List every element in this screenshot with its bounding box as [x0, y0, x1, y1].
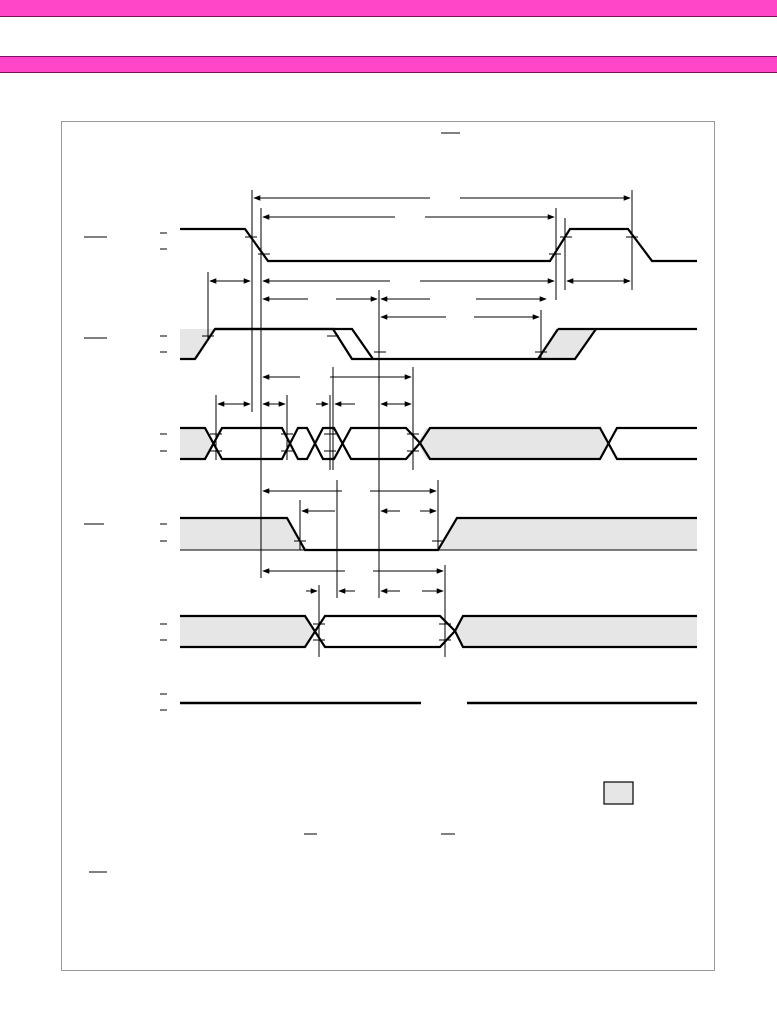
waveform-5 [180, 614, 697, 649]
level-ticks [160, 232, 167, 711]
figure-frame [61, 121, 715, 971]
waveform-2 [180, 327, 697, 361]
timing-arrows [209, 195, 631, 594]
header-rule-band [0, 56, 777, 73]
threshold-markers [202, 236, 638, 641]
legend-swatch [603, 781, 634, 805]
legend [603, 781, 634, 805]
signal-labels [84, 236, 107, 525]
top-header-band [0, 0, 777, 17]
waveform-3 [180, 426, 697, 461]
waveform-4 [180, 516, 697, 552]
notes [89, 833, 455, 873]
waveform-1 [180, 227, 697, 263]
